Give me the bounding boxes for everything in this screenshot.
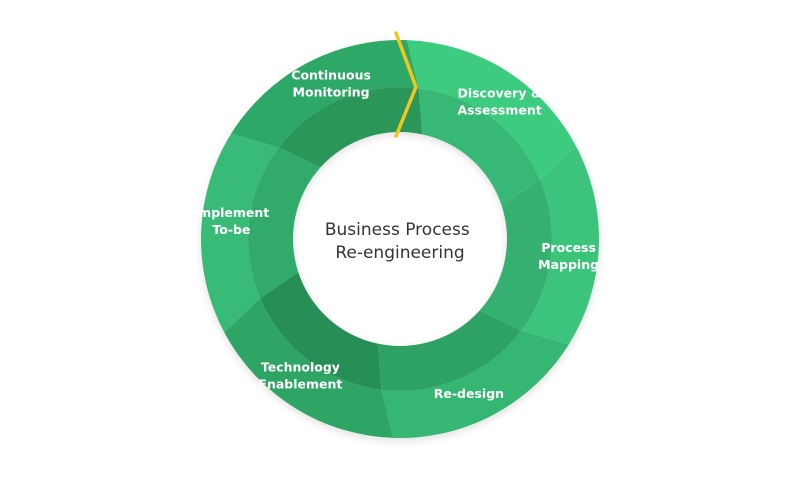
- segment-continuous-monitoring-outer: [231, 39, 419, 148]
- stage-label-discovery-line-1: Discovery &: [457, 85, 541, 100]
- stage-label-re-design-line-1: Re-design: [434, 386, 504, 401]
- stage-label-technology-enablement-line-1: Technology: [261, 360, 340, 375]
- segment-technology-enablement-outer: [224, 298, 394, 438]
- segment-discovery-inner: [418, 88, 540, 206]
- stage-label-technology-enablement-line-2: Enablement: [258, 377, 342, 392]
- segment-implement-to-be-outer: [201, 133, 279, 333]
- center-title-line-2: Re-engineering: [335, 243, 464, 263]
- segment-implement-to-be-inner: [247, 147, 321, 299]
- segment-discovery-outer: [406, 40, 576, 180]
- stage-label-continuous-monitoring-line-2: Monitoring: [293, 85, 370, 100]
- stage-label-implement-to-be-line-1: Implement: [194, 205, 270, 220]
- segment-re-design-inner: [377, 310, 522, 392]
- stage-label-re-design: Re-design: [434, 386, 504, 401]
- cycle-ring: [201, 39, 599, 439]
- segment-process-mapping-outer: [521, 145, 599, 345]
- stage-label-continuous-monitoring-line-1: Continuous: [291, 68, 371, 83]
- segment-continuous-monitoring-inner: [278, 86, 423, 168]
- stage-label-process-mapping-line-2: Mapping: [538, 257, 599, 272]
- center-title-line-1: Business Process: [325, 220, 470, 240]
- stage-label-implement-to-be-line-2: To-be: [212, 222, 250, 237]
- start-marker-chevron: [394, 31, 418, 138]
- stage-label-discovery-line-2: Assessment: [457, 102, 541, 117]
- segment-re-design-outer: [381, 330, 569, 439]
- segment-process-mapping-inner: [479, 179, 553, 331]
- center-title: Business Process Re-engineering: [325, 220, 475, 263]
- stage-label-discovery: Discovery & Assessment: [457, 85, 541, 117]
- segment-technology-enablement-inner: [260, 272, 382, 390]
- stage-label-process-mapping-line-1: Process: [541, 240, 596, 255]
